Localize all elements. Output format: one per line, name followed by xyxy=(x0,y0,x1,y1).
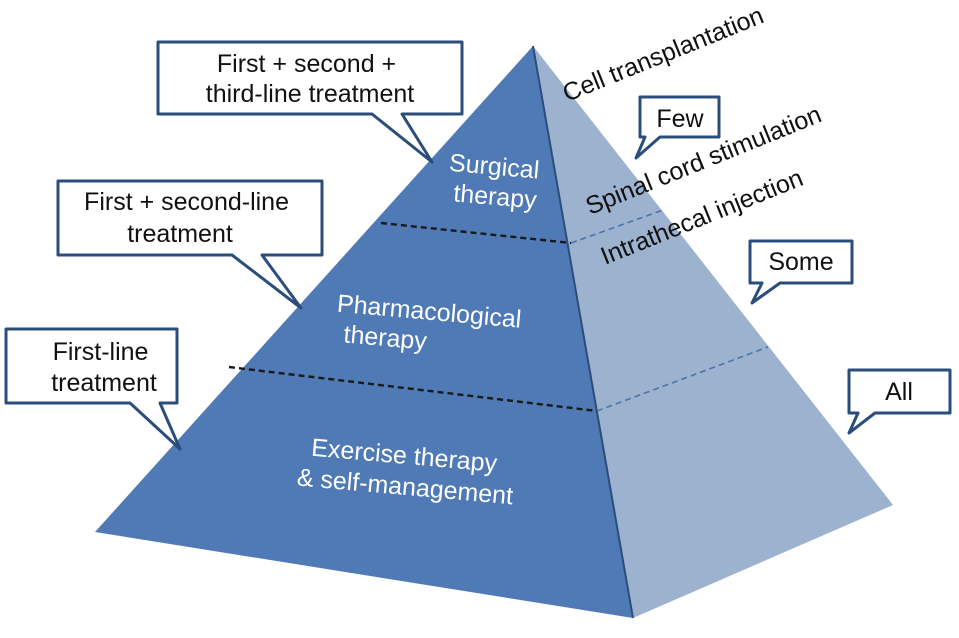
callout-line: third-line treatment xyxy=(206,80,414,108)
pyramid-front-face xyxy=(95,46,633,618)
callout-text: First + second + third-line treatment xyxy=(206,50,414,108)
callout-text: First-line treatment xyxy=(51,338,157,397)
tier-divider-upper xyxy=(380,221,572,245)
pyramid xyxy=(95,45,893,619)
side-divider-upper xyxy=(570,209,664,244)
callout-bubble xyxy=(634,95,721,160)
callout-some: Some xyxy=(748,239,854,305)
callout-label: Few xyxy=(656,105,704,133)
callout-bubble xyxy=(847,368,952,435)
callout-line: First + second + xyxy=(217,50,396,78)
intervention-cell-transplantation: Cell transplantation xyxy=(559,1,768,107)
pyramid-front-edge xyxy=(532,45,634,619)
callout-third-line: First + second + third-line treatment xyxy=(156,40,464,164)
callout-line: treatment xyxy=(51,369,157,397)
callout-line: First-line xyxy=(53,338,149,366)
callout-all: All xyxy=(847,368,952,435)
side-divider-lower xyxy=(596,346,769,412)
callout-label: All xyxy=(885,378,913,406)
callout-bubble xyxy=(4,327,182,451)
tier-divider-lower xyxy=(228,365,598,413)
callout-line: treatment xyxy=(127,220,233,248)
callout-bubble xyxy=(56,179,324,310)
callout-text: First + second-line treatment xyxy=(84,188,296,248)
callout-label: Some xyxy=(768,248,833,276)
tier-label-pharmacological: Pharmacological therapy xyxy=(333,290,529,364)
callout-line: First + second-line xyxy=(84,188,289,216)
callout-second-line: First + second-line treatment xyxy=(56,179,324,310)
callout-bubble xyxy=(156,40,464,164)
callout-bubble xyxy=(748,239,854,305)
pyramid-side-face xyxy=(533,46,893,618)
callout-first-line: First-line treatment xyxy=(4,327,182,451)
callout-few: Few xyxy=(634,95,721,160)
